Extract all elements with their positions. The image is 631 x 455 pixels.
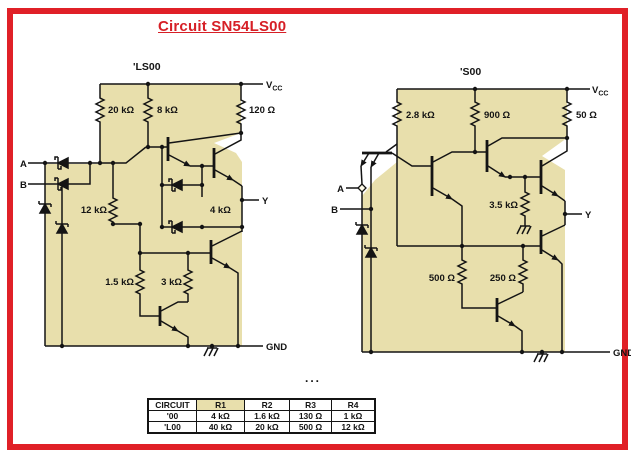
s00-input-b-label: B	[331, 205, 338, 216]
table-header-circuit: CIRCUIT	[147, 398, 197, 411]
table-row: '00 4 kΩ 1.6 kΩ 130 Ω 1 kΩ	[147, 410, 376, 422]
table-header-r1: R1	[196, 398, 245, 411]
table-cell: 4 kΩ	[196, 410, 245, 422]
s00-gnd-label: GND	[613, 348, 631, 359]
s00-vcc-label: VCC	[592, 85, 608, 98]
resistor-label-120: 120 Ω	[249, 105, 275, 116]
table-row: 'L00 40 kΩ 20 kΩ 500 Ω 12 kΩ	[147, 421, 376, 434]
resistor-label-3-5k: 3.5 kΩ	[489, 200, 518, 211]
ls00-name-label: 'LS00	[133, 61, 161, 73]
red-frame-border	[7, 8, 628, 450]
table-cell: 'L00	[147, 421, 197, 434]
ls00-transistor-bars	[158, 137, 216, 326]
ls00-input-b-label: B	[20, 180, 27, 191]
resistor-label-1-5k: 1.5 kΩ	[105, 277, 134, 288]
resistor-label-4k: 4 kΩ	[210, 205, 231, 216]
table-header-r4: R4	[331, 398, 376, 411]
table-header-r3: R3	[289, 398, 332, 411]
table-cell: 20 kΩ	[244, 421, 290, 434]
ls00-output-y-label: Y	[262, 196, 269, 207]
ls00-input-a-label: A	[20, 159, 27, 170]
s00-input-a-label: A	[337, 184, 344, 195]
resistor-label-2-8k: 2.8 kΩ	[406, 110, 435, 121]
s00-name-label: 'S00	[460, 66, 481, 78]
s00-shaded-region	[362, 89, 567, 352]
resistor-label-8k: 8 kΩ	[157, 105, 178, 116]
s00-circuit: 'S00 VCC A B Y GND 2.8 kΩ 900 Ω 50 Ω 3.5…	[331, 66, 631, 363]
s00-transistor-bars	[362, 140, 543, 322]
s00-input-a-diamond	[357, 183, 367, 193]
page-title: Circuit SN54LS00	[158, 18, 287, 35]
s00-junction-dots	[368, 86, 570, 355]
table-header-r2: R2	[244, 398, 290, 411]
ls00-shaded-region	[45, 84, 242, 346]
resistor-values-table: CIRCUIT R1 R2 R3 R4 '00 4 kΩ 1.6 kΩ 130 …	[147, 398, 376, 434]
table-cell: 12 kΩ	[331, 421, 376, 434]
continuation-dots: ...	[305, 371, 321, 385]
ls00-circuit: 'LS00 VCC A B Y GND 20 kΩ 8 kΩ 120 Ω 12 …	[20, 61, 287, 357]
s00-output-y-label: Y	[585, 210, 592, 221]
ls00-junction-dots	[42, 81, 245, 349]
resistor-label-900: 900 Ω	[484, 110, 510, 121]
resistor-label-500: 500 Ω	[429, 273, 455, 284]
resistor-label-20k: 20 kΩ	[108, 105, 134, 116]
resistor-label-3k: 3 kΩ	[161, 277, 182, 288]
resistor-label-50: 50 Ω	[576, 110, 597, 121]
table-cell: 500 Ω	[289, 421, 332, 434]
ls00-vcc-label: VCC	[266, 80, 282, 93]
table-header-row: CIRCUIT R1 R2 R3 R4	[147, 398, 376, 411]
table-cell: 130 Ω	[289, 410, 332, 422]
resistor-label-250: 250 Ω	[490, 273, 516, 284]
ls00-gnd-label: GND	[266, 342, 287, 353]
resistor-label-12k: 12 kΩ	[81, 205, 107, 216]
table-cell: 1.6 kΩ	[244, 410, 290, 422]
table-cell: 40 kΩ	[196, 421, 245, 434]
table-cell: '00	[147, 410, 197, 422]
table-cell: 1 kΩ	[331, 410, 376, 422]
